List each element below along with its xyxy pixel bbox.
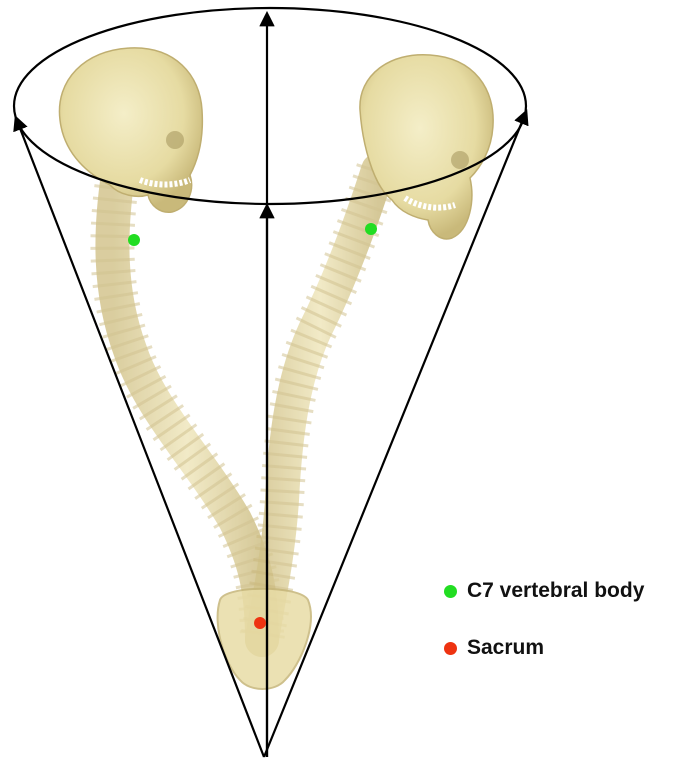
c7-marker-left: [128, 234, 140, 246]
spine-right: [262, 170, 378, 640]
sacrum-marker: [254, 617, 266, 629]
cone-left-edge: [16, 118, 264, 757]
green-dot-icon: [444, 585, 457, 598]
legend-item-c7: C7 vertebral body: [444, 579, 644, 603]
legend-label-sacrum: Sacrum: [467, 636, 544, 660]
legend-label-c7: C7 vertebral body: [467, 579, 644, 603]
c7-marker-right: [365, 223, 377, 235]
legend-item-sacrum: Sacrum: [444, 636, 544, 660]
red-dot-icon: [444, 642, 457, 655]
